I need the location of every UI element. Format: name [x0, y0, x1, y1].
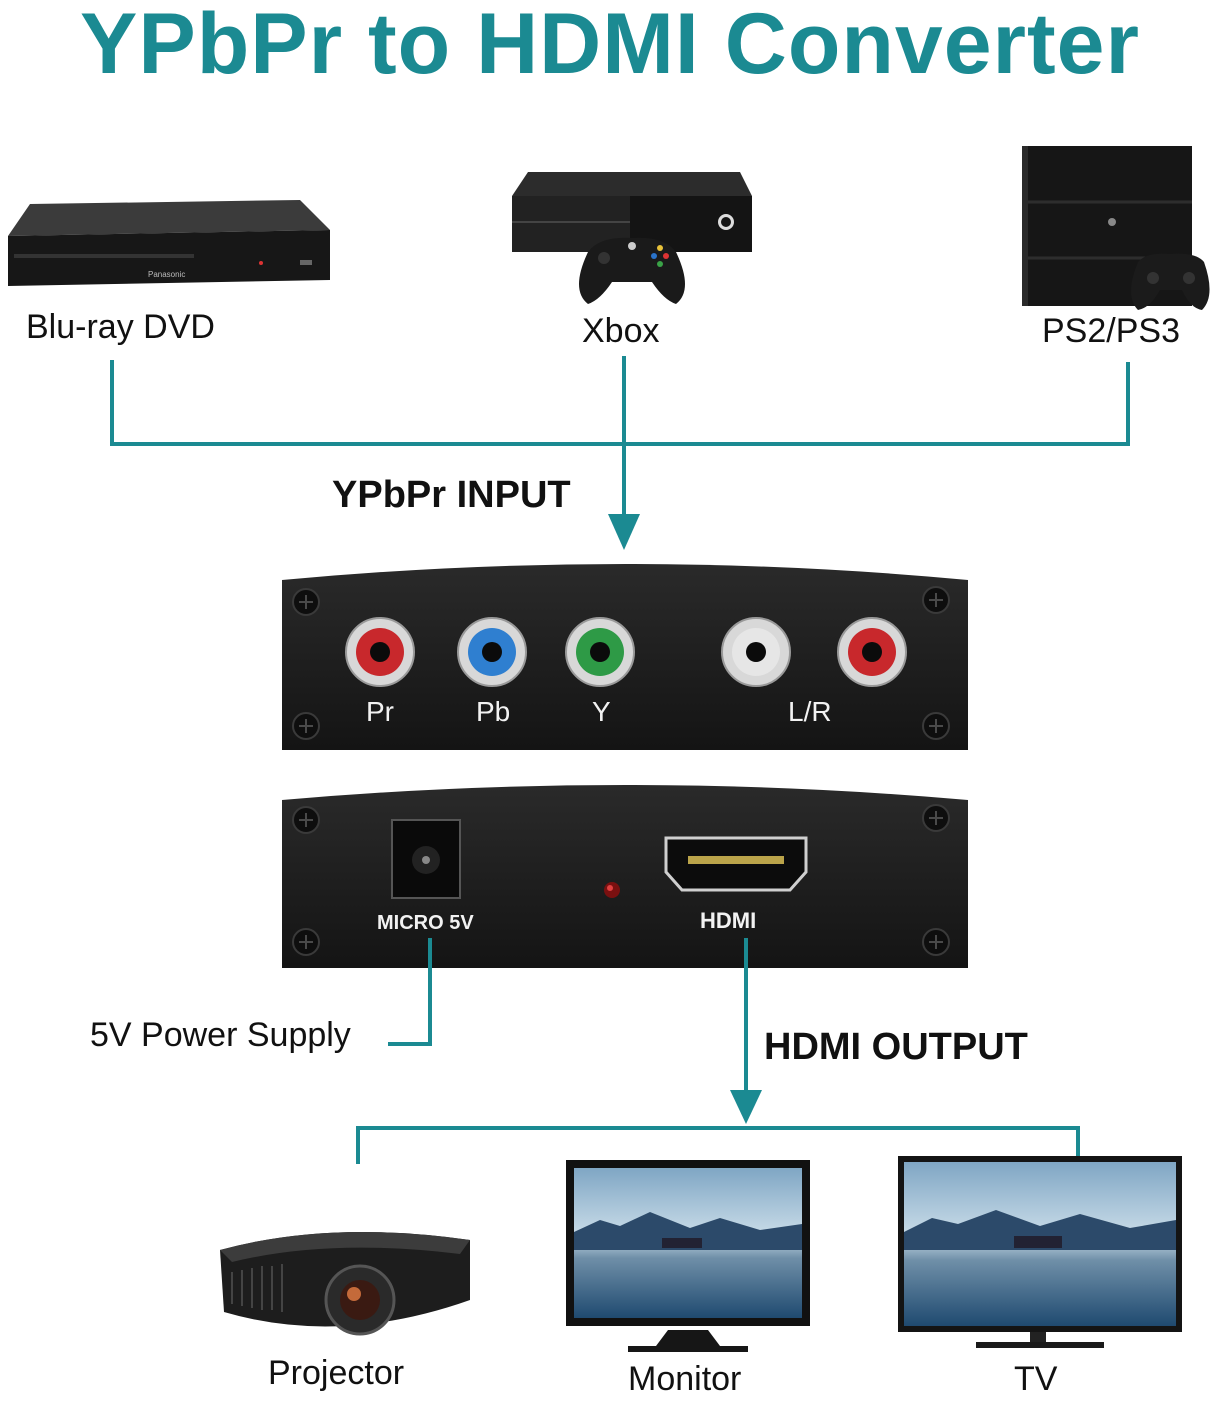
converter-back-panel: [282, 785, 968, 968]
screw-icons: [292, 586, 950, 740]
port-label-y: Y: [592, 696, 611, 727]
port-label-pr: Pr: [366, 696, 394, 727]
converter-front-panel: [282, 564, 968, 750]
display-bus-line: [356, 1126, 1080, 1164]
display-label-monitor: Monitor: [628, 1360, 742, 1398]
hdmi-port-icon: [664, 836, 808, 892]
power-supply-label: 5V Power Supply: [90, 1016, 351, 1054]
page-title: YPbPr to HDMI Converter: [80, 0, 1140, 92]
power-line: [388, 938, 432, 1046]
port-label-lr: L/R: [788, 696, 832, 727]
input-label: YPbPr INPUT: [332, 474, 571, 516]
projector-icon: [220, 1232, 470, 1336]
port-label-pb: Pb: [476, 696, 511, 727]
display-label-tv: TV: [1014, 1360, 1058, 1398]
source-label-bluray: Blu-ray DVD: [26, 308, 215, 346]
rca-port-icon: [457, 617, 527, 687]
source-label-playstation: PS2/PS3: [1042, 312, 1180, 350]
tv-icon: [898, 1156, 1182, 1348]
output-label: HDMI OUTPUT: [764, 1026, 1028, 1068]
output-arrow-head: [730, 1090, 762, 1124]
display-label-projector: Projector: [268, 1354, 405, 1392]
rca-port-icon: [565, 617, 635, 687]
screw-icons: [292, 804, 950, 956]
bluray-player-icon: Panasonic: [8, 200, 330, 286]
rca-port-icon: [837, 617, 907, 687]
xbox-console-icon: [512, 172, 752, 304]
source-bus-line: [110, 360, 1130, 446]
monitor-icon: [566, 1160, 810, 1352]
playstation-console-icon: [1022, 146, 1210, 310]
hdmi-port-label: HDMI: [700, 908, 757, 933]
rca-ports: [345, 617, 907, 687]
dc-power-jack-icon: [391, 819, 461, 899]
rca-port-icon: [721, 617, 791, 687]
power-port-label: MICRO 5V: [377, 912, 474, 934]
input-arrow-head: [608, 514, 640, 550]
source-label-xbox: Xbox: [582, 312, 660, 350]
rca-port-icon: [345, 617, 415, 687]
bluray-brand-text: Panasonic: [148, 270, 185, 279]
